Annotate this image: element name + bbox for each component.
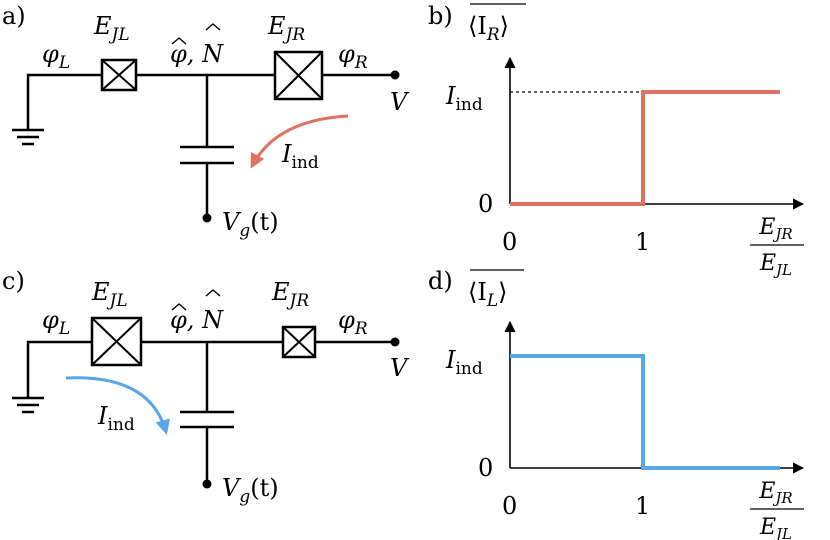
x-label-denominator-d: EJL (759, 515, 792, 540)
label-voltage-c: V (390, 354, 410, 382)
ground-icon (12, 396, 44, 414)
current-arrow-c (65, 376, 171, 435)
x-tick-label-zero-d: 0 (502, 492, 517, 520)
label-voltage-a: V (390, 88, 410, 116)
y-tick-label-top-b: Iind (445, 82, 483, 115)
x-tick-label-one-d: 1 (635, 492, 650, 520)
panel-c-label: c) (2, 267, 25, 295)
node-hat-icon (171, 23, 221, 45)
label-phi-l-a: φL (42, 40, 70, 73)
panel-a-label: a) (2, 2, 26, 30)
gate-terminal-a (202, 213, 212, 223)
label-node-c: φ, N (170, 306, 224, 334)
label-gate-voltage-c: Vg(t) (222, 474, 279, 507)
voltage-terminal-a (390, 70, 400, 80)
ground-wire-c (26, 340, 92, 398)
y-tick-label-zero-d: 0 (478, 454, 493, 482)
y-title-d: ⟨IL⟩ (468, 278, 508, 311)
panel-d-chart: d) ⟨IL⟩ Iind 0 0 1 EJR EJL (428, 267, 805, 540)
josephson-junction-left-icon (100, 58, 138, 92)
x-label-denominator-b: EJL (759, 251, 792, 279)
capacitor-icon (180, 145, 234, 165)
x-label-numerator-b: EJR (758, 215, 792, 243)
label-ejr-a: EJR (267, 12, 305, 45)
panel-c-circuit: c) EJL EJR φL φR (2, 267, 410, 507)
capacitor-icon (180, 410, 234, 429)
label-ejl-c: EJL (91, 278, 128, 311)
label-phi-r-c: φR (338, 306, 368, 339)
y-title-b: ⟨IR⟩ (468, 12, 509, 45)
panel-b-label: b) (428, 2, 453, 30)
label-ejl-a: EJL (93, 12, 130, 45)
voltage-terminal-c (390, 337, 400, 347)
node-hat-icon (171, 289, 221, 311)
label-node-a: φ, N (170, 40, 224, 68)
label-ejr-c: EJR (271, 278, 309, 311)
series-line-b (510, 90, 780, 206)
ground-icon (12, 128, 44, 146)
panel-d-label: d) (428, 267, 453, 295)
josephson-junction-right-icon (273, 50, 324, 101)
ground-wire-a (26, 73, 102, 130)
josephson-junction-left-icon (90, 316, 143, 367)
label-phi-r-a: φR (338, 40, 368, 73)
gate-terminal-c (202, 479, 212, 489)
x-tick-label-one-b: 1 (635, 228, 650, 256)
x-label-numerator-d: EJR (758, 479, 792, 507)
x-tick-label-zero-b: 0 (502, 228, 517, 256)
y-tick-label-top-d: Iind (445, 346, 483, 379)
label-phi-l-c: φL (42, 306, 70, 339)
series-line-d (510, 354, 780, 470)
label-current-c: Iind (97, 402, 135, 435)
josephson-junction-right-icon (281, 325, 317, 359)
current-arrow-a (250, 114, 349, 169)
panel-a-circuit: a) (2, 2, 410, 241)
label-gate-voltage-a: Vg(t) (222, 208, 279, 241)
panel-b-chart: b) ⟨IR⟩ Iind 0 0 1 EJR EJL (428, 2, 805, 279)
label-current-a: Iind (281, 140, 319, 173)
y-tick-label-zero-b: 0 (478, 190, 493, 218)
